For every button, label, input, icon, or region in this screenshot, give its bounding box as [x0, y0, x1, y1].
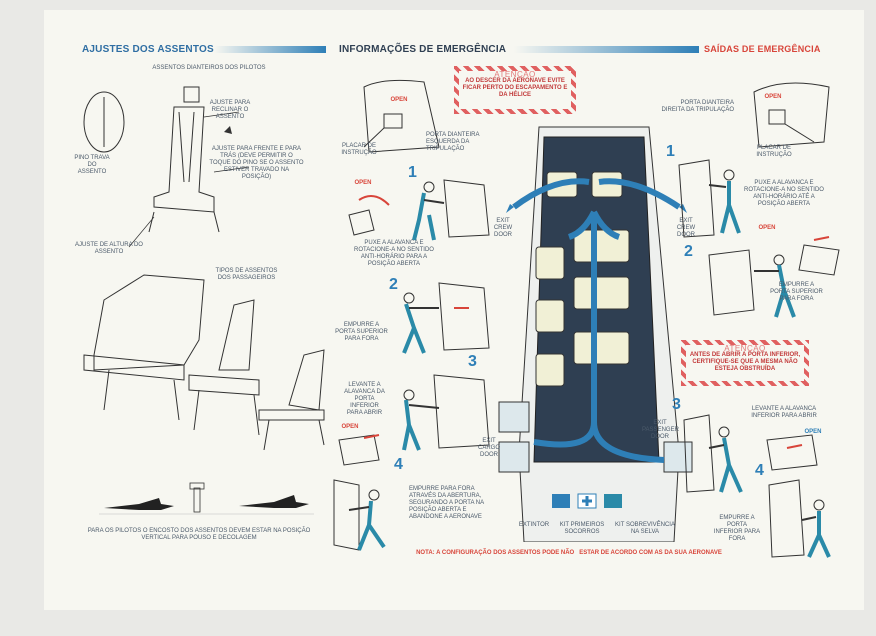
warning-text: AO DESCER DA AERONAVE EVITE FICAR PERTO …	[462, 78, 568, 98]
step2-left-illustration	[402, 282, 490, 354]
passenger-seats-label: TIPOS DE ASSENTOS DOS PASSAGEIROS	[215, 268, 278, 281]
open-label: OPEN	[341, 424, 359, 430]
step-number: 3	[468, 353, 477, 370]
warning-lower-door: ATENÇÃO ANTES DE ABRIR A PORTA INFERIOR,…	[681, 340, 809, 386]
placard-label-right: PLACAR DE INSTRUÇÃO	[756, 145, 792, 158]
right-step4-text: EMPURRE A PORTA INFERIOR PARA FORA	[713, 515, 761, 542]
exits-header: SAÍDAS DE EMERGÊNCIA	[704, 44, 821, 54]
step3b-right-illustration	[766, 434, 818, 471]
cabin-diagram	[498, 126, 693, 542]
step-number: 1	[666, 143, 675, 160]
step-number: 2	[684, 243, 693, 260]
header-bar	[214, 46, 326, 53]
open-label: OPEN	[758, 225, 776, 231]
emergency-header: INFORMAÇÕES DE EMERGÊNCIA	[339, 44, 507, 55]
landing-note: PARA OS PILOTOS O ENCOSTO DOS ASSENTOS D…	[87, 528, 311, 541]
pin-label: PINO TRAVA DO ASSENTO	[74, 155, 110, 175]
step-number: 4	[394, 456, 403, 473]
aircraft-silhouettes	[99, 482, 314, 515]
safety-card: AJUSTES DOS ASSENTOS INFORMAÇÕES DE EMER…	[44, 10, 864, 610]
step3-right-illustration	[683, 414, 743, 493]
open-label: OPEN	[804, 429, 822, 435]
survival-kit-label: KIT SOBREVIVÊNCIA NA SELVA	[615, 522, 675, 535]
pilot-seat-illustration	[83, 86, 250, 248]
exit-cargo: EXIT CARGO DOOR	[477, 438, 500, 458]
step3-left-illustration	[402, 374, 490, 451]
step-number: 1	[408, 164, 417, 181]
fwd-aft-label: AJUSTE PARA FRENTE E PARA TRÁS (DEVE PER…	[209, 146, 304, 180]
exit-passenger: EXIT PASSENGER DOOR	[642, 420, 679, 440]
step4-right-illustration	[768, 479, 831, 558]
step-number: 3	[672, 396, 681, 413]
open-label: OPEN	[354, 180, 372, 186]
left-step3-text: LEVANTE A ALAVANCA DA PORTA INFERIOR PAR…	[344, 382, 385, 416]
right-step2-text: EMPURRE A PORTA SUPERIOR PARA FORA	[770, 282, 823, 302]
first-aid-label: KIT PRIMEIROS SOCORROS	[559, 522, 605, 535]
step1-left-illustration	[348, 179, 490, 241]
right-step3-text: LEVANTE A ALAVANCA INFERIOR PARA ABRIR	[751, 406, 817, 419]
footer-note: NOTA: A CONFIGURAÇÃO DOS ASSENTOS PODE N…	[416, 550, 722, 556]
open-label: OPEN	[390, 97, 408, 103]
height-label: AJUSTE DE ALTURA DO ASSENTO	[75, 242, 143, 255]
exit-crew-left: EXIT CREW DOOR	[493, 218, 513, 238]
step2-right-illustration	[708, 236, 840, 318]
left-step1-text: PUXE A ALAVANCA E ROTACIONE-A NO SENTIDO…	[354, 240, 434, 267]
warning-exhaust: ATENÇÃO AO DESCER DA AERONAVE EVITE FICA…	[454, 66, 576, 114]
step1-right-illustration	[678, 159, 741, 238]
warning-title: ATENÇÃO	[494, 70, 536, 79]
right-step1-text: PUXE A ALAVANCA E ROTACIONE-A NO SENTIDO…	[744, 180, 824, 207]
pilot-seats-label: ASSENTOS DIANTEIROS DOS PILOTOS	[152, 65, 266, 71]
warning-title: ATENÇÃO	[724, 344, 766, 353]
left-step2-text: EMPURRE A PORTA SUPERIOR PARA FORA	[335, 322, 388, 342]
step-number: 4	[755, 462, 764, 479]
left-step4-text: EMPURRE PARA FORA ATRAVÉS DA ABERTURA, S…	[409, 486, 484, 520]
seats-header: AJUSTES DOS ASSENTOS	[82, 44, 214, 55]
open-label: OPEN	[764, 94, 782, 100]
passenger-seat-illustration	[83, 274, 325, 450]
step-number: 2	[389, 276, 398, 293]
placard-label-left: PLACAR DE INSTRUÇÃO	[341, 143, 377, 156]
left-door-name: PORTA DIANTEIRA ESQUERDA DA TRIPULAÇÃO	[426, 132, 480, 152]
right-door-overview-illustration	[753, 82, 830, 148]
step3b-left-illustration	[338, 434, 380, 466]
right-door-name: PORTA DIANTEIRA DIREITA DA TRIPULAÇÃO	[661, 100, 734, 113]
exit-crew-right: EXIT CREW DOOR	[676, 218, 696, 238]
step4-left-illustration	[333, 479, 386, 551]
recline-label: AJUSTE PARA RECLINAR O ASSENTO	[209, 100, 251, 120]
header-bar	[514, 46, 699, 53]
left-door-overview-illustration	[363, 79, 440, 153]
extinguisher-label: EXTINTOR	[518, 522, 550, 528]
warning-text: ANTES DE ABRIR A PORTA INFERIOR, CERTIFI…	[689, 352, 801, 372]
